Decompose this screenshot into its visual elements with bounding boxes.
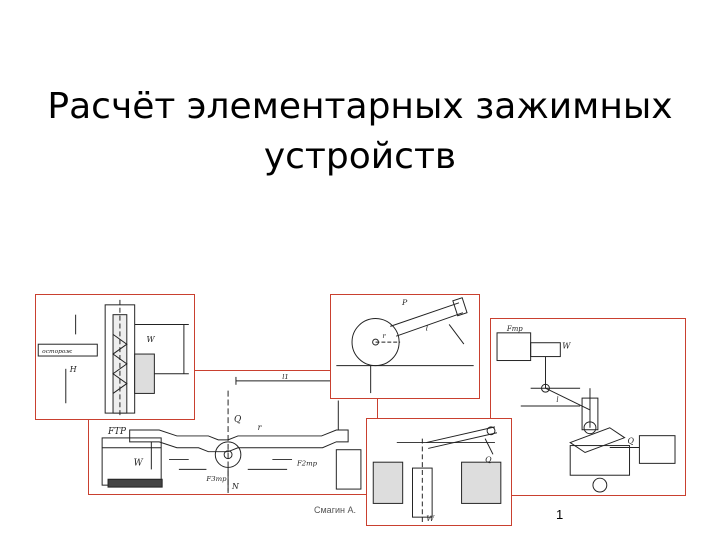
label-p: P [401, 298, 408, 307]
slide-title: Расчёт элементарных зажимных устройств [20, 82, 700, 182]
lever-fixture-drawing: Q W [372, 426, 502, 523]
label-n: N [231, 482, 240, 491]
label-l-top: l [426, 323, 429, 332]
label-w-right: W [562, 342, 571, 351]
label-f3: F3тр [205, 475, 227, 483]
label-h: H [69, 365, 77, 374]
title-line-1: Расчёт элементарных зажимных [47, 86, 673, 127]
page-number: 1 [556, 507, 564, 522]
diagram-lever-fixture: Q W [366, 418, 512, 526]
label-q-right: Q [628, 437, 635, 446]
label-l-right: l [556, 396, 558, 404]
diagram-spring-clamp: осторож W H [35, 294, 195, 420]
label-w-top-left: W [146, 335, 155, 344]
label-l1: l1 [282, 373, 289, 381]
link-clamp-drawing: Fтр W Q l [496, 325, 676, 493]
label-q: Q [234, 415, 241, 425]
label-fmp: Fтр [506, 325, 523, 333]
label-r-top: r [382, 332, 386, 340]
label-w-mid: W [426, 514, 435, 523]
label-q-mid: Q [485, 455, 492, 464]
label-w: W [134, 458, 144, 468]
title-line-2: устройств [263, 136, 457, 177]
label-f2: F2тр [296, 459, 318, 467]
footer-author: Смагин А. [314, 505, 356, 515]
spring-clamp-drawing: осторож W H [37, 299, 189, 419]
diagram-link-clamp: Fтр W Q l [490, 318, 686, 496]
eccentric-cam-drawing: P l r [336, 297, 474, 394]
label-r: r [258, 423, 263, 432]
label-stop: осторож [42, 349, 72, 355]
diagram-eccentric-cam: P l r [330, 294, 480, 399]
lever-forces-drawing: FТР W Q r N F3тр F2тр l1 [101, 373, 362, 494]
label-f-tr: FТР [107, 427, 127, 437]
